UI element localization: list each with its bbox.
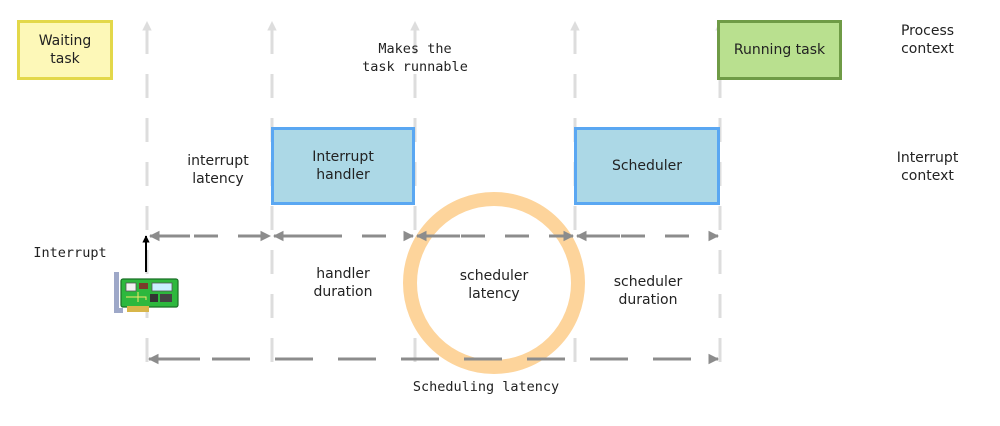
interrupt-label: Interrupt: [33, 245, 107, 261]
interrupt-context-label: Interrupt context: [896, 150, 959, 184]
interrupt-latency-label: interrupt latency: [187, 153, 249, 187]
scheduler-latency-label: scheduler latency: [459, 268, 529, 302]
process-context-label: Process context: [900, 23, 955, 57]
scheduler-duration-label: scheduler duration: [613, 274, 683, 308]
scheduling-latency-label: Scheduling latency: [412, 379, 560, 395]
scheduler-latency-ring: [403, 192, 585, 374]
scheduler-box: Scheduler: [574, 127, 720, 205]
waiting-task-box: Waiting task: [17, 20, 113, 80]
interrupt-handler-box: Interrupt handler: [271, 127, 415, 205]
handler-duration-label: handler duration: [313, 266, 373, 300]
network-card-icon: [114, 272, 179, 313]
running-task-box: Running task: [717, 20, 842, 80]
makes-runnable-label: Makes the task runnable: [362, 41, 468, 75]
